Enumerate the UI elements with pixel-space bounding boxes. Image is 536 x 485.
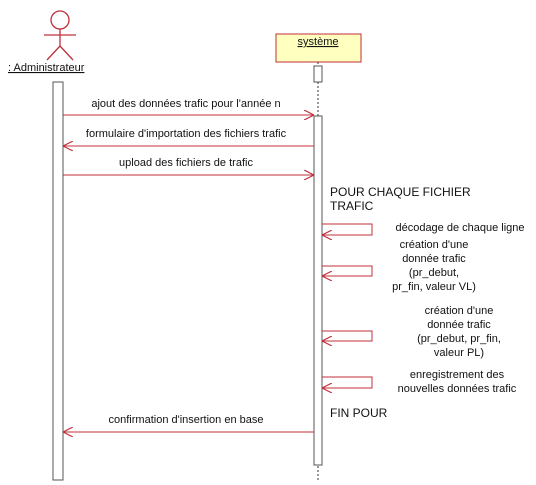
system-label: système bbox=[298, 36, 339, 48]
self-message-3-line4: valeur PL) bbox=[434, 347, 484, 359]
self-message-2-line3: (pr_debut, bbox=[409, 267, 459, 279]
self-message-1-line1: décodage de chaque ligne bbox=[395, 222, 524, 234]
self-message-3-line3: (pr_debut, pr_fin, bbox=[417, 333, 501, 345]
actor-label: : Administrateur bbox=[8, 62, 85, 74]
actor-figure-icon bbox=[44, 10, 76, 61]
self-message-2-line2: donnée trafic bbox=[402, 253, 466, 265]
self-message-2-line4: pr_fin, valeur VL) bbox=[392, 281, 476, 293]
self-message-4-line2: nouvelles données trafic bbox=[398, 383, 517, 395]
loop-start-line2: TRAFIC bbox=[330, 199, 374, 213]
message-4-label: confirmation d'insertion en base bbox=[109, 414, 264, 426]
loop-end-label: FIN POUR bbox=[330, 406, 388, 420]
actor-activation bbox=[52, 81, 64, 481]
loop-start-line1: POUR CHAQUE FICHIER bbox=[330, 185, 471, 199]
system-activation bbox=[313, 115, 323, 466]
message-2-label: formulaire d'importation des fichiers tr… bbox=[86, 128, 287, 140]
self-message-2-line1: création d'une bbox=[400, 239, 469, 251]
self-message-3-line1: création d'une bbox=[425, 305, 494, 317]
self-message-1-arrow bbox=[322, 223, 373, 235]
system-focus-small bbox=[313, 65, 323, 83]
self-message-4-arrow bbox=[322, 376, 373, 388]
message-1-label: ajout des données trafic pour l'année n bbox=[91, 98, 280, 110]
self-message-3-arrow bbox=[322, 330, 373, 341]
self-message-4-line1: enregistrement des bbox=[410, 369, 505, 381]
self-message-2-arrow bbox=[322, 265, 373, 276]
self-message-3-line2: donnée trafic bbox=[427, 319, 491, 331]
message-3-label: upload des fichiers de trafic bbox=[119, 157, 253, 169]
system-box bbox=[275, 33, 362, 63]
